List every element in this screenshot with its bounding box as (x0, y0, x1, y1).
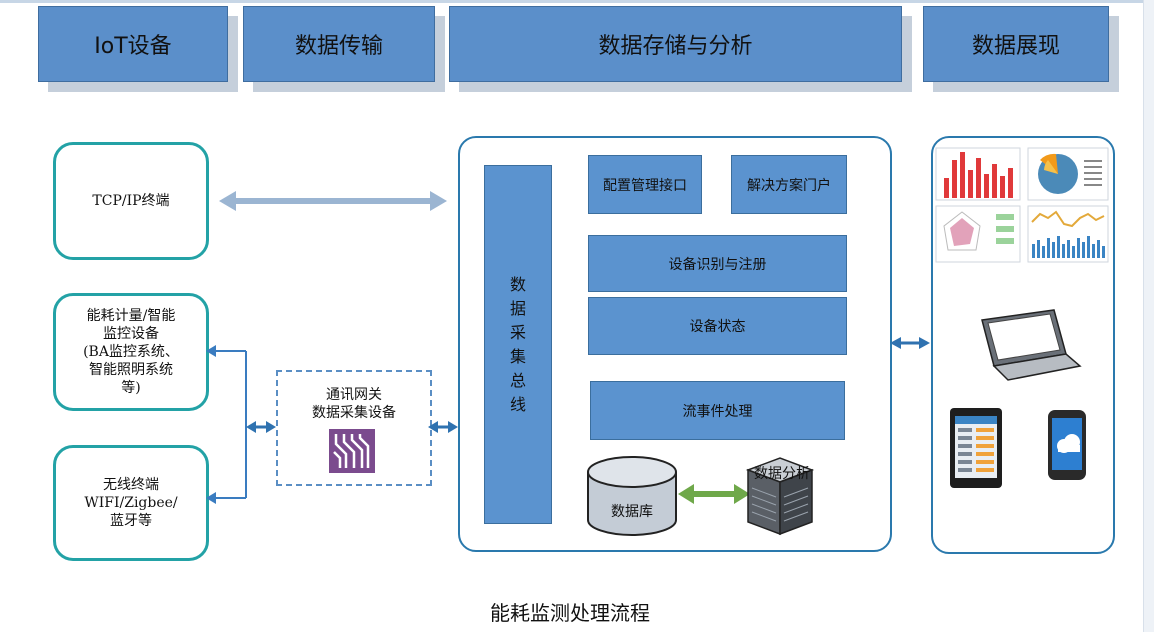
diagram-caption: 能耗监测处理流程 (490, 601, 650, 625)
energy-line-2: 监控设备 (103, 326, 159, 342)
device-bracket-lines (212, 350, 247, 499)
radar-chart-thumbnail-icon (935, 205, 1021, 263)
wireless-line-2: WIFI/Zigbee/ (84, 495, 178, 511)
gateway-line-2: 数据采集设备 (312, 405, 396, 421)
energy-line-5: 等) (121, 380, 141, 396)
wireless-line-1: 无线终端 (103, 477, 159, 493)
header-display: 数据展现 (923, 6, 1109, 82)
energy-line-3: (BA监控系统、 (83, 344, 179, 360)
device-status-box: 设备状态 (588, 297, 847, 355)
bracket-to-gateway-arrow (246, 421, 276, 433)
bus-label: 数据采集总线 (509, 274, 526, 414)
tcp-terminal-box: TCP/IP终端 (53, 142, 209, 260)
top-border (0, 0, 1154, 3)
bar-chart-thumbnail-icon (935, 147, 1021, 201)
line-chart-thumbnail-icon (1027, 205, 1109, 263)
header-iot: IoT设备 (38, 6, 228, 82)
gateway-to-panel-arrow (428, 421, 458, 433)
energy-line-4: 智能照明系统 (89, 362, 173, 378)
energy-meter-box: 能耗计量/智能 监控设备 (BA监控系统、 智能照明系统 等) (53, 293, 209, 411)
analysis-label: 数据分析 (754, 466, 810, 482)
scrollbar-track[interactable] (1143, 0, 1154, 632)
panel-to-display-arrow (890, 337, 930, 349)
data-collection-bus: 数据采集总线 (484, 165, 552, 524)
config-interface-box: 配置管理接口 (588, 155, 702, 214)
gateway-box: 通讯网关 数据采集设备 (276, 370, 432, 486)
server-icon (745, 457, 815, 536)
laptop-icon (981, 309, 1082, 381)
arrowhead-energy (206, 345, 216, 357)
stream-processing-box: 流事件处理 (590, 381, 845, 440)
gateway-line-1: 通讯网关 (326, 387, 382, 403)
header-transfer: 数据传输 (243, 6, 435, 82)
energy-line-1: 能耗计量/智能 (86, 308, 176, 324)
arrowhead-wireless (206, 492, 216, 504)
tablet-icon (950, 408, 1002, 488)
wireless-terminal-box: 无线终端 WIFI/Zigbee/ 蓝牙等 (53, 445, 209, 561)
tcp-double-arrow (219, 191, 447, 211)
pie-chart-thumbnail-icon (1027, 147, 1109, 201)
circuit-chip-icon (329, 429, 375, 473)
wireless-line-3: 蓝牙等 (110, 513, 152, 529)
smartphone-icon (1048, 410, 1086, 480)
device-registration-box: 设备识别与注册 (588, 235, 847, 292)
tcp-terminal-label: TCP/IP终端 (92, 193, 170, 209)
database-icon (587, 456, 677, 536)
header-storage: 数据存储与分析 (449, 6, 902, 82)
gateway-label: 通讯网关 数据采集设备 (278, 386, 430, 422)
database-label: 数据库 (611, 504, 653, 520)
solution-portal-box: 解决方案门户 (731, 155, 847, 214)
db-analysis-link (678, 484, 750, 504)
